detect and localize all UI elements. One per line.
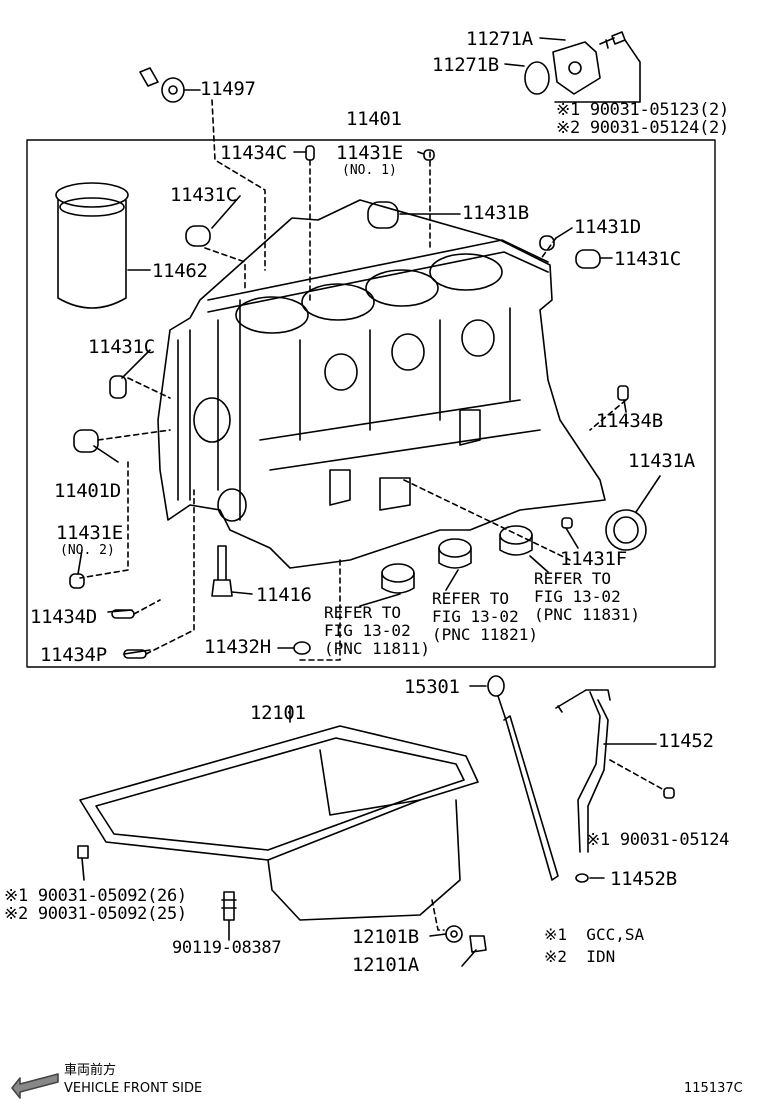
- leader-11271B: [504, 63, 525, 67]
- bearing-11821: [438, 538, 472, 569]
- guide-bolt: [663, 787, 675, 799]
- label-12101[interactable]: 12101: [250, 702, 306, 724]
- label-11431B[interactable]: 11431B: [462, 202, 529, 224]
- leader-11497-dash: [211, 99, 266, 271]
- plug-11431D: [539, 235, 555, 251]
- pan-bolt-90119: [221, 891, 237, 941]
- oil-dipstick-15301: [469, 675, 559, 881]
- legend-1: ※1 GCC,SA: [544, 925, 645, 944]
- label-11434C[interactable]: 11434C: [220, 142, 287, 164]
- bearing-11811: [381, 563, 415, 594]
- refer-11811[interactable]: REFER TO FIG 13-02 (PNC 11811): [324, 603, 430, 658]
- bolt-note-3: ※1 90031-05124: [586, 830, 730, 850]
- label-11431C-c[interactable]: 11431C: [88, 336, 155, 358]
- drain-gasket-12101B: [445, 925, 463, 943]
- label-11401[interactable]: 11401: [346, 108, 402, 130]
- vehicle-front-arrow: [11, 1073, 59, 1099]
- oil-seal-11431A: [605, 509, 647, 551]
- label-11434D[interactable]: 11434D: [30, 606, 97, 628]
- pan-bolt-note-2: ※2 90031-05092(25): [4, 904, 187, 924]
- label-11431E-no2[interactable]: 11431E: [56, 522, 123, 544]
- label-12101B[interactable]: 12101B: [352, 926, 419, 948]
- guide-dash: [609, 759, 665, 791]
- label-11431E-no1[interactable]: 11431E: [336, 142, 403, 164]
- drain-leaders: [429, 933, 447, 937]
- leader-lines: [77, 151, 661, 655]
- label-15301[interactable]: 15301: [404, 676, 460, 698]
- leader-11271A: [539, 37, 566, 41]
- dash-lines: [79, 151, 627, 661]
- label-11452[interactable]: 11452: [658, 730, 714, 752]
- plug-11431F: [561, 517, 573, 529]
- leader-11462-dash: [204, 247, 246, 291]
- water-cover-gasket: [524, 61, 550, 95]
- pan-bolt-note-1: ※1 90031-05092(26): [4, 886, 187, 906]
- direction-jp: 車両前方: [64, 1063, 117, 1078]
- cylinder-liner: [55, 182, 151, 309]
- label-11431C-b[interactable]: 11431C: [614, 248, 681, 270]
- pan-bolt-90031: [77, 845, 89, 881]
- bolt-11416: [211, 545, 253, 597]
- pin-11434C: [305, 145, 315, 161]
- pin-11434B: [617, 385, 629, 401]
- drain-plug-12101A: [461, 935, 487, 967]
- label-11432H[interactable]: 11432H: [204, 636, 271, 658]
- direction-en: VEHICLE FRONT SIDE: [64, 1081, 203, 1096]
- label-11434P[interactable]: 11434P: [40, 644, 107, 666]
- plug-11431B: [367, 201, 399, 229]
- plug-11431E-no2: [69, 573, 85, 589]
- plug-11497: [139, 67, 201, 103]
- dipstick-guide-11452: [555, 689, 657, 883]
- bearing-11831: [499, 525, 533, 556]
- bearing-leaders: [359, 555, 549, 607]
- refer-11831[interactable]: REFER TO FIG 13-02 (PNC 11831): [534, 569, 640, 624]
- legend-2: ※2 IDN: [544, 947, 616, 966]
- bolt-note-2: ※2 90031-05124(2): [556, 118, 729, 138]
- label-11416[interactable]: 11416: [256, 584, 312, 606]
- label-11431F[interactable]: 11431F: [560, 548, 627, 570]
- label-11401D[interactable]: 11401D: [54, 480, 121, 502]
- label-90119-08387[interactable]: 90119-08387: [172, 938, 282, 958]
- leader-bolt: [554, 39, 641, 103]
- label-11431A[interactable]: 11431A: [628, 450, 695, 472]
- bushing-11401D: [73, 429, 99, 453]
- cylinder-block-frame: [26, 139, 716, 668]
- plug-11431E-no1: [423, 149, 435, 161]
- plug-11431C-b: [575, 249, 601, 269]
- bolt-note-1: ※1 90031-05123(2): [556, 100, 729, 120]
- label-no1: (NO. 1): [342, 163, 397, 178]
- plug-11431C-c: [109, 375, 127, 399]
- water-cover-plate: [552, 41, 601, 95]
- label-11271B[interactable]: 11271B: [432, 54, 499, 76]
- plug-11432H: [277, 641, 311, 655]
- figure-code: 115137C: [684, 1081, 743, 1096]
- label-11462[interactable]: 11462: [152, 260, 208, 282]
- cover-bolt: [599, 31, 626, 49]
- label-12101A[interactable]: 12101A: [352, 954, 419, 976]
- oil-pan: [79, 705, 479, 921]
- label-11452B[interactable]: 11452B: [610, 868, 677, 890]
- label-11431C-a[interactable]: 11431C: [170, 184, 237, 206]
- refer-11821[interactable]: REFER TO FIG 13-02 (PNC 11821): [432, 589, 538, 644]
- pan-dash: [431, 899, 445, 931]
- label-11434B[interactable]: 11434B: [596, 410, 663, 432]
- label-11431D[interactable]: 11431D: [574, 216, 641, 238]
- cylinder-block: [157, 199, 606, 569]
- label-no2: (NO. 2): [60, 543, 115, 558]
- label-11497[interactable]: 11497: [200, 78, 256, 100]
- label-11271A[interactable]: 11271A: [466, 28, 533, 50]
- plug-11431C-a: [185, 225, 211, 247]
